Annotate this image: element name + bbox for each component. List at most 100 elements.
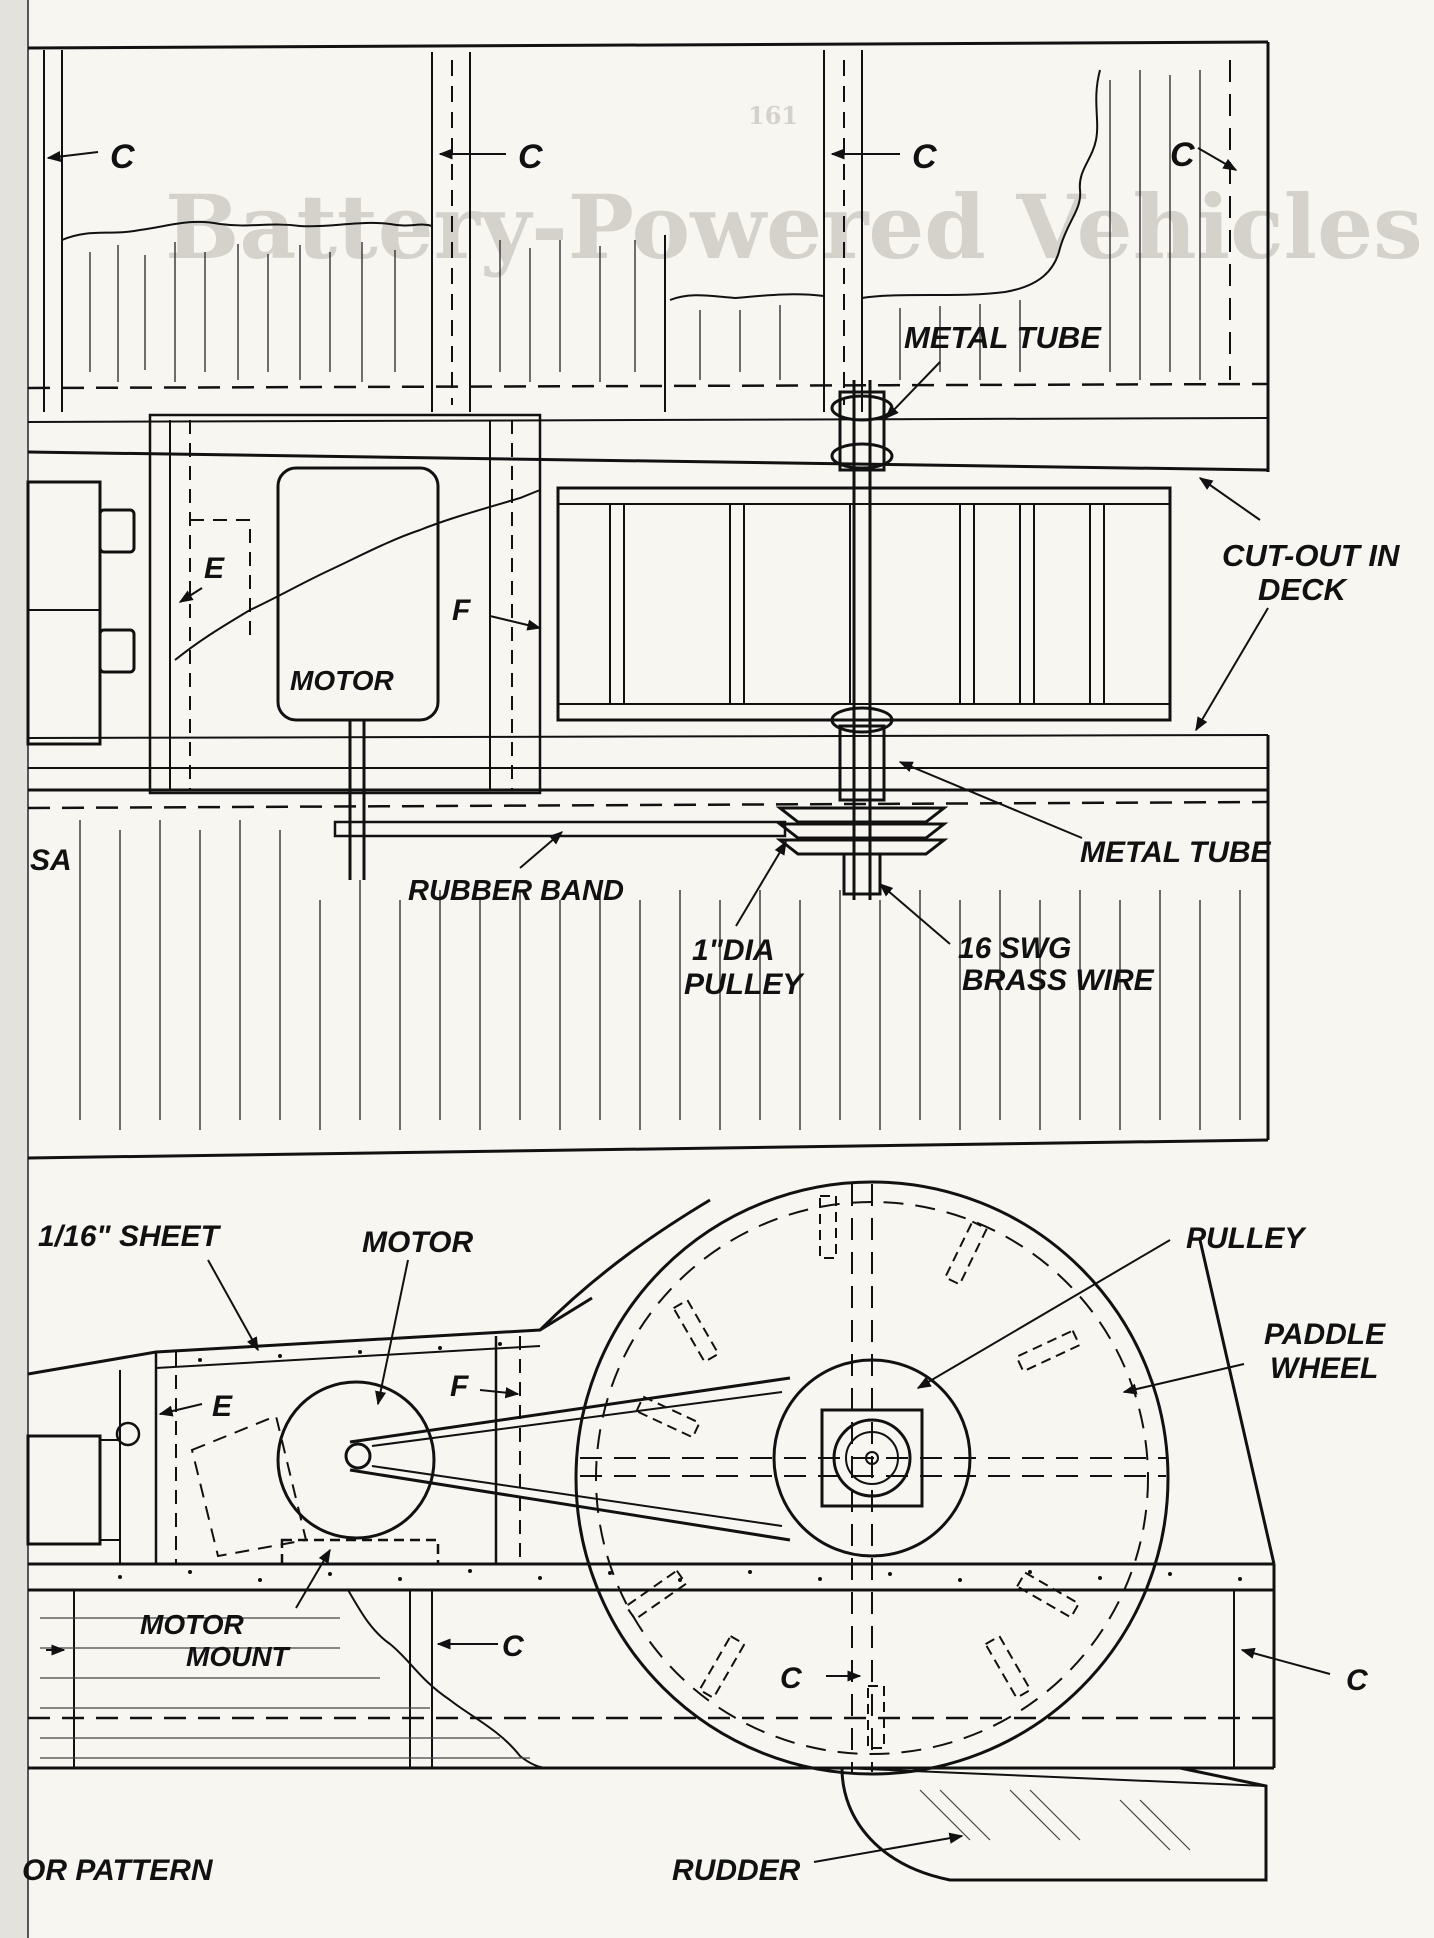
label-wire-line1: 16 SWG (958, 932, 1071, 965)
label-c-right: C (1346, 1664, 1369, 1697)
arrow-rubber-band (519, 831, 564, 869)
side-view-labels: 1/16" SHEET MOTOR PULLEY PADDLE WHEEL E … (22, 1220, 1386, 1887)
label-pulley-line1: 1"DIA (692, 934, 775, 967)
motor-mount-plate (190, 1414, 308, 1558)
top-view (26, 40, 1270, 1160)
arrow-metal-tube-bottom (898, 761, 1083, 839)
battery-switch-side (115, 1421, 141, 1447)
ghost-page-number: 161 (748, 101, 798, 130)
arrow-sheet (207, 1259, 259, 1352)
arrow-cut-out-bottom (1195, 607, 1269, 732)
paddle-wheel-dashed-ring (595, 1201, 1149, 1755)
arrow-e-side (158, 1403, 203, 1417)
battery-side (26, 1434, 102, 1546)
paddle-box-back (1198, 1239, 1276, 1565)
motor-body-top-view (276, 466, 440, 722)
label-f-top: F (452, 594, 471, 627)
label-c3: C (912, 138, 937, 176)
label-motor-mount-line2: MOUNT (186, 1641, 292, 1672)
deck-sheet-side-lower (155, 1345, 541, 1369)
paddle-wheel-top-view (556, 486, 1172, 722)
deck-sheet-side (27, 1296, 593, 1376)
wood-grain-hatch (79, 70, 1241, 1130)
arrow-c1 (46, 150, 99, 163)
label-motor-mount-line1: MOTOR (140, 1609, 244, 1640)
motor-pulley-side (344, 1442, 372, 1470)
label-c2: C (518, 138, 543, 176)
label-cut-out-line1: CUT-OUT IN (1222, 538, 1400, 573)
label-cut-out-line2: DECK (1258, 572, 1348, 607)
wheel-hub-ring-inner (845, 1431, 899, 1485)
drive-belt-upper-inner (371, 1391, 783, 1447)
arrow-rudder (813, 1832, 964, 1863)
label-c-mid: C (502, 1630, 525, 1663)
arrow-motor-side (375, 1259, 409, 1406)
motor-circle-side (276, 1380, 436, 1540)
label-motor-top: MOTOR (290, 665, 394, 696)
top-view-labels: C C C C METAL TUBE CUT-OUT IN DECK E F M… (30, 136, 1400, 1001)
arrow-paddle-wheel (1122, 1363, 1245, 1395)
metal-tube-lower (838, 724, 886, 802)
label-rudder: RUDDER (672, 1854, 801, 1887)
battery-clip-lower (98, 628, 136, 674)
deck-line-2 (27, 734, 1269, 739)
label-metal-tube-bottom: METAL TUBE (1080, 836, 1272, 869)
label-paddle-line1: PADDLE (1264, 1318, 1386, 1351)
cutaway-line-middle (669, 293, 825, 301)
label-sa: SA (30, 844, 72, 877)
battery-holder (26, 480, 102, 746)
label-metal-tube-top: METAL TUBE (904, 320, 1102, 355)
bearing-lower (830, 706, 894, 734)
left-page-edge (0, 0, 28, 1938)
wheel-hub-square (820, 1408, 924, 1508)
ghost-heading: Battery-Powered Vehicles (165, 175, 1423, 279)
side-hull-hatch (40, 1617, 530, 1759)
arrow-pulley (735, 840, 787, 927)
bow-section-dashed-notch (190, 519, 251, 640)
bow-section-box (148, 413, 542, 795)
deck-stipple (118, 1342, 1242, 1582)
label-f-side: F (450, 1370, 469, 1403)
label-rubber-band: RUBBER BAND (408, 875, 624, 907)
bearing-upper-2 (830, 442, 894, 470)
label-pulley-side: PULLEY (1186, 1222, 1307, 1255)
dashed-frame-lower (27, 800, 1269, 810)
arrow-f-side (479, 1387, 520, 1399)
wheel-pulley-outer (772, 1358, 972, 1558)
label-e-top: E (204, 552, 225, 585)
hull-cutaway (347, 1589, 549, 1769)
pulley-stack (775, 806, 949, 856)
brass-wire-stub (842, 852, 882, 896)
label-pulley-line2: PULLEY (684, 968, 805, 1001)
label-e-side: E (212, 1390, 233, 1423)
rudder (840, 1766, 1268, 1882)
rudder-post (841, 1767, 1267, 1787)
arrow-brass-wire (878, 883, 951, 945)
cutaway-line-right (861, 69, 1101, 299)
dashed-frame-upper (27, 382, 1269, 390)
label-paddle-line2: WHEEL (1270, 1352, 1378, 1385)
cutaway-line-left (61, 220, 433, 241)
side-view (26, 1180, 1331, 1882)
drive-belt-lower (349, 1468, 791, 1542)
rudder-hatch (919, 1789, 1191, 1851)
wheel-hub-ring (832, 1418, 912, 1498)
metal-tube-upper (838, 390, 886, 472)
battery-terminal-side (99, 1439, 121, 1541)
arrow-c4 (1197, 147, 1238, 171)
paddle-blades-top-view (609, 504, 1105, 704)
arrow-motor-mount (295, 1548, 331, 1609)
arrow-metal-tube-top (885, 361, 941, 420)
hull-bottom-edge-top-view (27, 1138, 1269, 1160)
label-motor-side: MOTOR (362, 1226, 473, 1259)
label-sheet: 1/16" SHEET (38, 1220, 222, 1253)
deck-edge-lower (27, 450, 1269, 472)
arrow-pulley-side (916, 1239, 1171, 1389)
arrow-f-top (489, 615, 542, 631)
paddle-blades-side (624, 1195, 1081, 1749)
label-pattern: OR PATTERN (22, 1854, 214, 1887)
motor-mount-block (280, 1538, 440, 1566)
arrow-cut-out-top (1198, 477, 1261, 521)
